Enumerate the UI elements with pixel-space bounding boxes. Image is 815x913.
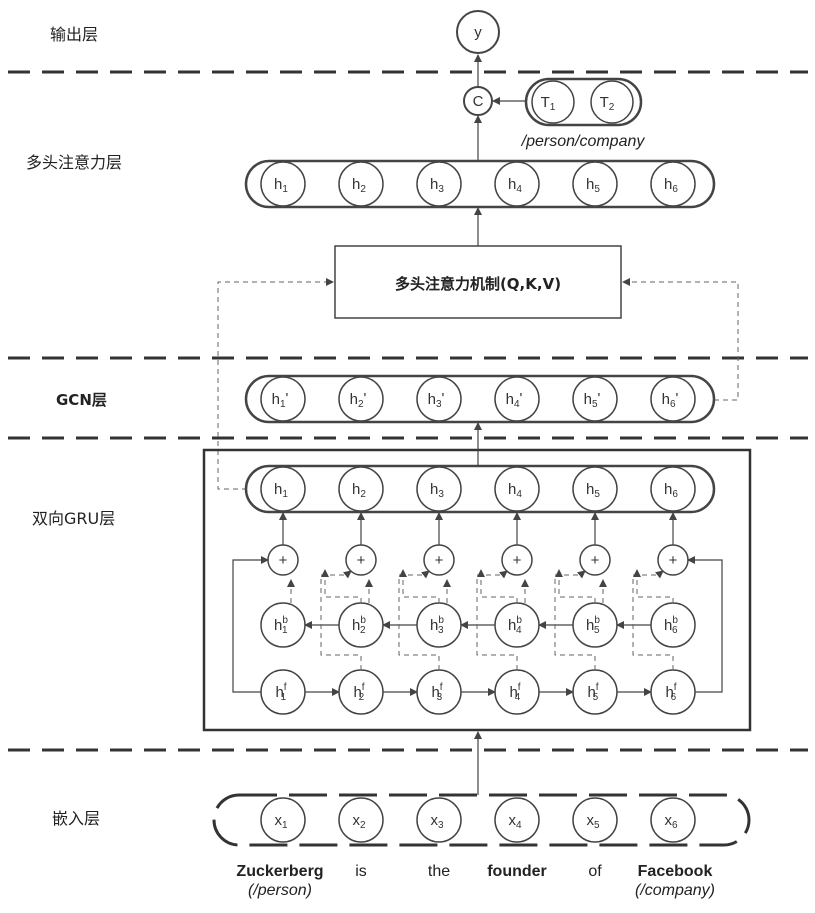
- output-layer-label: 输出层: [50, 25, 98, 44]
- output-node-label: y: [474, 24, 482, 41]
- forward-hidden-label: hf4: [509, 682, 520, 703]
- forward-hidden-label: hf6: [665, 682, 676, 703]
- sentence-word: Zuckerberg: [236, 863, 323, 880]
- sentence-word: founder: [487, 863, 547, 880]
- forward-hidden-label: hf5: [587, 682, 598, 703]
- embed-layer-label: 嵌入层: [52, 809, 100, 828]
- sum-node-label: +: [513, 552, 522, 569]
- sum-node-label: +: [669, 552, 678, 569]
- sum-node-label: +: [435, 552, 444, 569]
- backward-hidden-label: hb5: [586, 615, 600, 636]
- embedding-nodes: x1x2x3x4x5x6: [261, 798, 695, 842]
- backward-hidden-label: hb6: [664, 615, 678, 636]
- attention-layer-label: 多头注意力层: [26, 153, 122, 172]
- type-label: /person/company: [521, 133, 646, 150]
- sentence-words: Zuckerberg is the founder of Facebook: [236, 863, 712, 880]
- sum-node-label: +: [357, 552, 366, 569]
- annotation-person: (/person): [248, 882, 312, 899]
- gru-capsule: [246, 466, 714, 512]
- sentence-word: the: [428, 863, 450, 880]
- sentence-word: is: [355, 863, 367, 880]
- forward-hidden-label: hf2: [353, 682, 364, 703]
- gcn-layer-label: GCN层: [56, 391, 107, 409]
- annotation-company: (/company): [635, 882, 715, 899]
- gru-cells: + hb1 hf1 + hb2 hf2 + hb3 hf3 + hb4 hf4 + hb5 hf5 + hb6 h…: [261, 545, 695, 714]
- backward-hidden-label: hb2: [352, 615, 366, 636]
- backward-hidden-label: hb4: [508, 615, 522, 636]
- gcn-capsule: [246, 376, 714, 422]
- forward-hidden-label: hf1: [275, 682, 286, 703]
- attention-mechanism-label: 多头注意力机制(Q,K,V): [395, 275, 561, 293]
- forward-hidden-label: hf3: [431, 682, 442, 703]
- attention-capsule: [246, 161, 714, 207]
- backward-hidden-label: hb1: [274, 615, 288, 636]
- sentence-word: Facebook: [638, 863, 713, 880]
- sum-node-label: +: [279, 552, 288, 569]
- sentence-word: of: [588, 863, 602, 880]
- concat-node-label: C: [473, 93, 484, 110]
- sum-node-label: +: [591, 552, 600, 569]
- gru-layer-label: 双向GRU层: [32, 509, 115, 528]
- backward-hidden-label: hb3: [430, 615, 444, 636]
